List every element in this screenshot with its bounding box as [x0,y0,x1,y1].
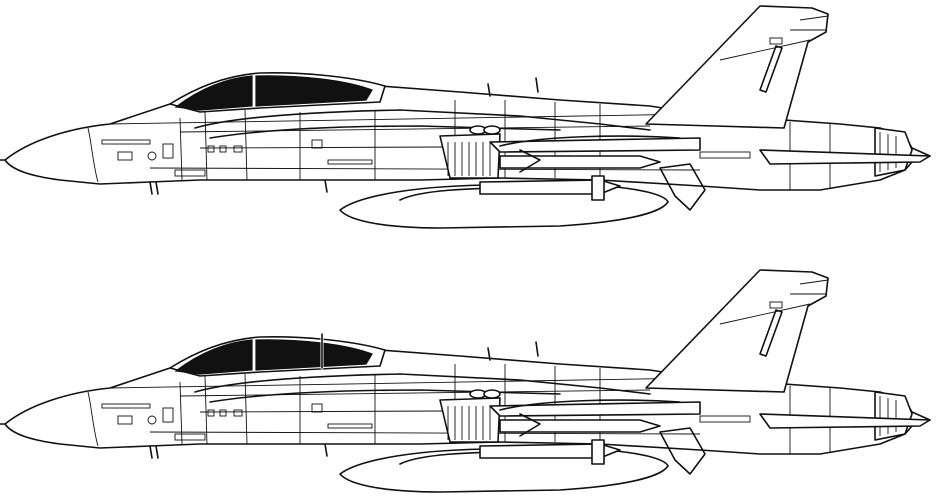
single-seat-aircraft [0,5,931,229]
two-seat-aircraft [0,269,931,493]
